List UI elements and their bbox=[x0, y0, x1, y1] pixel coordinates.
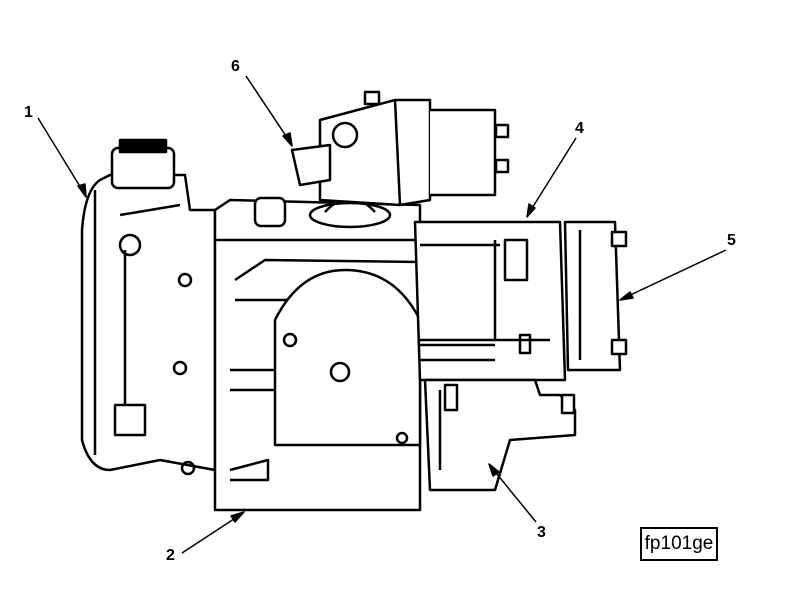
figure-id-label: fp101ge bbox=[640, 527, 718, 561]
callout-2: 2 bbox=[166, 547, 175, 564]
callout-1: 1 bbox=[24, 104, 33, 121]
end-cap bbox=[563, 220, 628, 372]
callout-5: 5 bbox=[727, 232, 736, 249]
callout-3: 3 bbox=[537, 524, 546, 541]
solenoid bbox=[290, 90, 510, 207]
callout-6: 6 bbox=[231, 58, 240, 75]
right-housing bbox=[413, 220, 567, 382]
leader-arrows bbox=[37, 75, 727, 554]
mounting-flange bbox=[80, 138, 217, 472]
cover-plate bbox=[273, 268, 422, 447]
callout-4: 4 bbox=[575, 120, 584, 137]
lower-housing bbox=[423, 378, 577, 492]
